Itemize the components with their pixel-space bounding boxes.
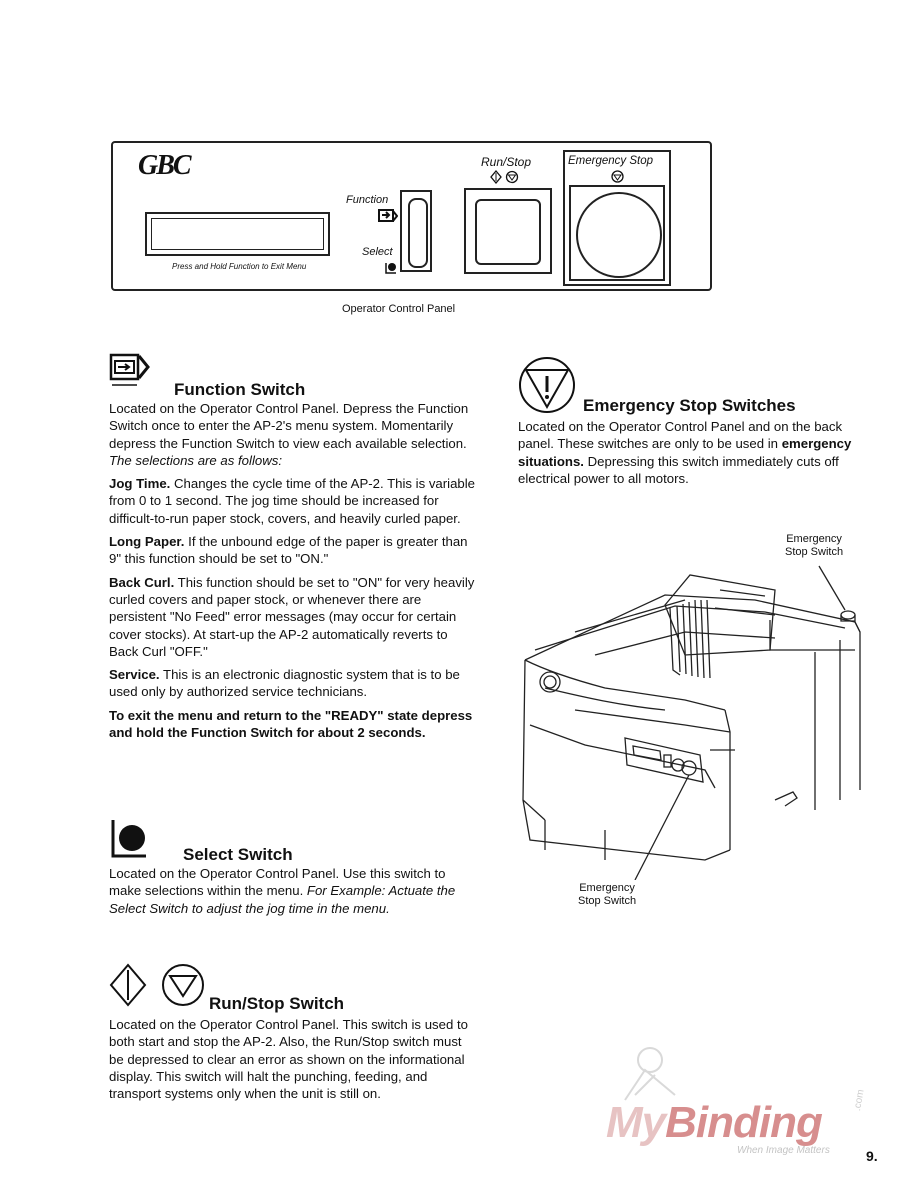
emergency-stop-text-2: Depressing this switch immediately cuts … (518, 453, 839, 486)
service-label: Service. (109, 667, 160, 683)
jog-time-text: Changes the cycle time of the AP-2. This… (109, 476, 476, 526)
select-icon (385, 261, 397, 279)
function-label: Function (346, 194, 389, 206)
watermark-mark (615, 1040, 685, 1115)
figure-label-top: Emergency Stop Switch (785, 533, 843, 559)
emergency-stop-text-1: Located on the Operator Control Panel an… (518, 419, 843, 452)
watermark-com: .com (852, 1088, 867, 1112)
informational-display (145, 212, 330, 256)
figure-label-bottom: Emergency Stop Switch (578, 882, 636, 908)
run-stop-switch-body: Located on the Operator Control Panel. T… (109, 1016, 479, 1108)
function-intro-italic: The selections are as follows: (109, 452, 282, 468)
back-curl-label: Back Curl. (109, 574, 175, 590)
function-intro: Located on the Operator Control Panel. D… (109, 401, 469, 451)
emergency-stop-body: Located on the Operator Control Panel an… (518, 418, 880, 493)
watermark-brand: MyBinding (606, 1098, 823, 1148)
page-number: 9. (866, 1148, 878, 1164)
select-switch-body: Located on the Operator Control Panel. U… (109, 865, 479, 923)
emergency-stop-warning-icon (518, 356, 580, 421)
watermark-tagline: When Image Matters (737, 1145, 830, 1156)
figure-label-top-line2: Stop Switch (785, 546, 844, 558)
run-stop-button[interactable] (464, 188, 552, 274)
select-label: Select (362, 246, 393, 258)
emergency-situations: emergency situations. (518, 436, 852, 469)
long-paper-text: If the unbound edge of the paper is grea… (109, 534, 468, 567)
figure-label-bottom-line1: Emergency (579, 882, 635, 894)
watermark-my: My (606, 1098, 666, 1147)
emergency-stop-label: Emergency Stop (568, 155, 654, 167)
display-hint: Press and Hold Function to Exit Menu (172, 262, 307, 271)
machine-illustration (515, 560, 875, 885)
figure-label-bottom-line2: Stop Switch (578, 895, 637, 907)
jog-time-label: Jog Time. (109, 476, 171, 492)
emergency-stop-button[interactable] (569, 185, 665, 281)
back-curl-text: This function should be set to "ON" for … (109, 574, 475, 659)
exit-menu-text: To exit the menu and return to the "READ… (109, 707, 473, 741)
function-switch-heading: Function Switch (174, 380, 306, 399)
select-switch-icon (110, 818, 150, 865)
long-paper-label: Long Paper. (109, 534, 185, 550)
operator-control-panel (111, 141, 712, 291)
run-stop-switch-heading: Run/Stop Switch (209, 994, 345, 1013)
figure-label-top-line1: Emergency (786, 533, 842, 545)
run-stop-switch-icons (108, 962, 208, 1015)
function-switch-body: Located on the Operator Control Panel. D… (109, 400, 479, 747)
select-switch-heading: Select Switch (183, 845, 293, 864)
watermark-binding: Binding (665, 1098, 823, 1147)
function-select-switch[interactable] (400, 190, 432, 272)
emergency-stop-icon (611, 170, 624, 188)
run-stop-icons (490, 169, 520, 189)
select-switch-example: For Example: Actuate the Select Switch t… (109, 883, 456, 916)
emergency-stop-box (563, 150, 671, 286)
service-text: This is an electronic diagnostic system … (109, 667, 460, 700)
function-icon (378, 209, 399, 228)
function-switch-icon (109, 353, 159, 392)
run-stop-switch-text: Located on the Operator Control Panel. T… (109, 1017, 468, 1102)
gbc-logo: GBC (138, 150, 192, 181)
panel-caption: Operator Control Panel (342, 303, 456, 315)
run-stop-label: Run/Stop (481, 155, 532, 169)
emergency-stop-heading: Emergency Stop Switches (583, 396, 796, 415)
select-switch-text: Located on the Operator Control Panel. U… (109, 866, 446, 899)
